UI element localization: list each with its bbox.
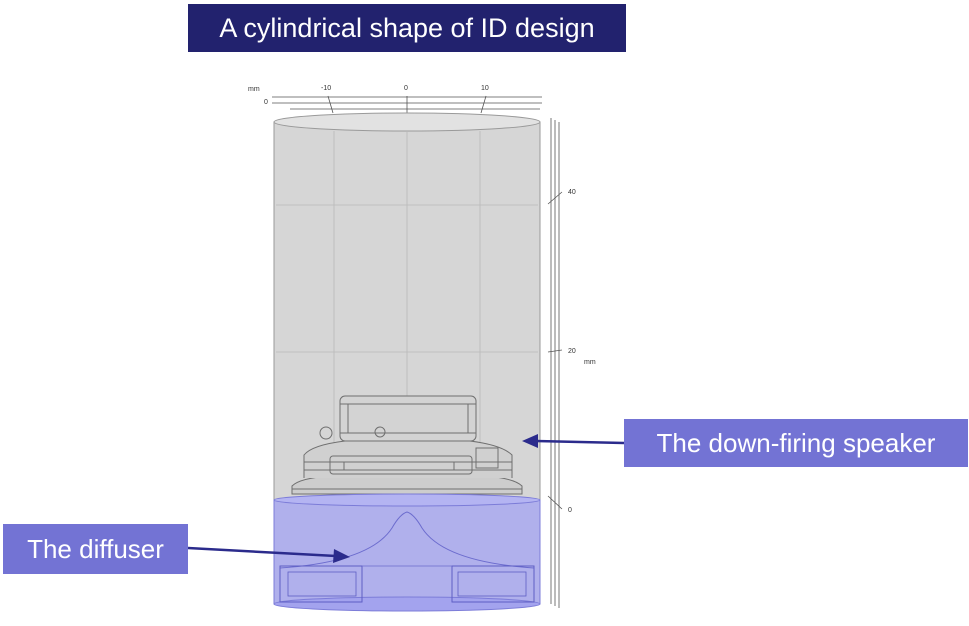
right-axis: 40 20 0 mm <box>547 118 596 608</box>
top-axis-tick-label: -10 <box>321 85 331 92</box>
top-axis: mm 0 -10 0 10 <box>248 85 542 114</box>
diffuser <box>273 493 541 612</box>
right-axis-tick-label: 20 <box>568 348 576 355</box>
top-axis-tick-label: 10 <box>481 85 489 92</box>
right-axis-unit: mm <box>584 359 596 366</box>
diagram-title: A cylindrical shape of ID design <box>188 4 626 52</box>
right-axis-tick-label: 40 <box>568 189 576 196</box>
right-axis-tick-label: 0 <box>568 507 572 514</box>
top-axis-tick-label: 0 <box>404 85 408 92</box>
top-axis-zero-label: 0 <box>264 99 268 106</box>
diffuser-callout: The diffuser <box>3 524 188 574</box>
diffuser-arrow <box>187 546 350 563</box>
speaker-callout: The down-firing speaker <box>624 419 968 467</box>
speaker-arrow <box>522 434 625 448</box>
top-axis-unit: mm <box>248 86 260 93</box>
down-firing-speaker <box>291 395 523 495</box>
